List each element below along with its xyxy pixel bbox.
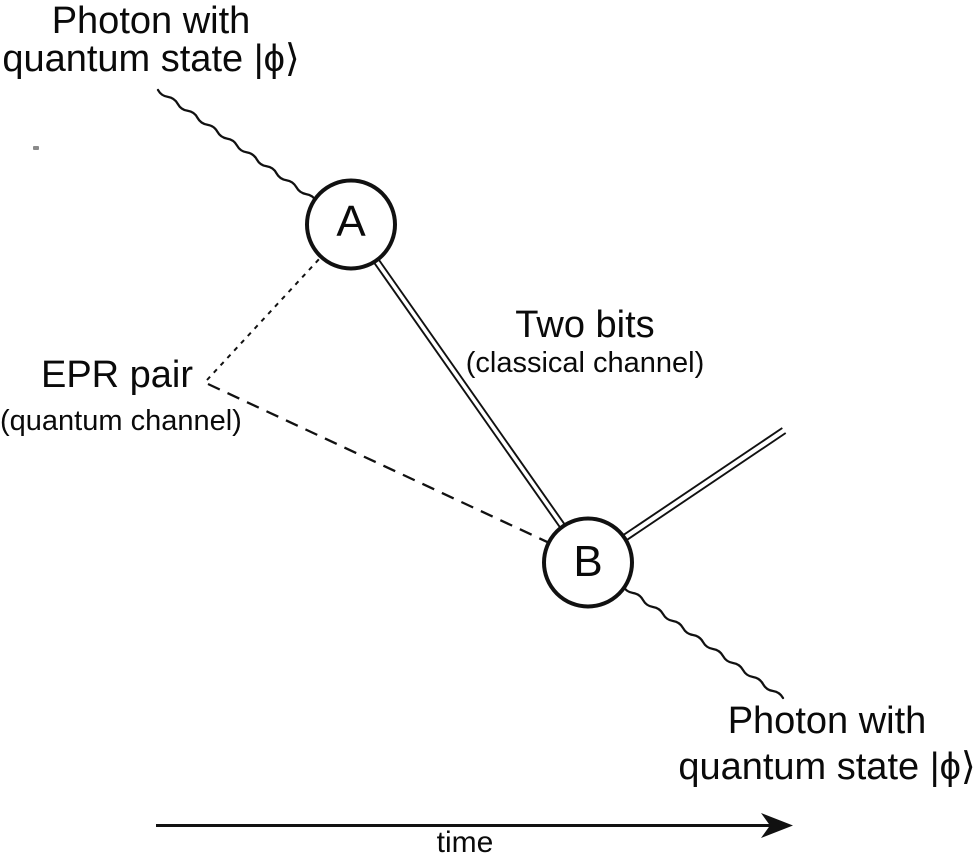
time-axis-label: time	[436, 826, 494, 859]
arrowhead-icon	[761, 813, 793, 838]
time-arrow	[156, 813, 793, 838]
photon-wavy-line-bottom	[621, 584, 785, 700]
epr-dotted-line-to-A	[206, 242, 335, 381]
photon-bottom-label: Photon with quantum state |ϕ⟩	[657, 698, 980, 790]
photon-bottom-label-line1: Photon with	[727, 700, 927, 742]
photon-top-label: Photon with quantum state |ϕ⟩	[0, 2, 302, 78]
stray-dot	[33, 146, 39, 150]
classical-channel-line-A-B	[348, 222, 592, 565]
node-B-circle	[542, 516, 634, 609]
photon-bottom-label-line2: quantum state |ϕ⟩	[678, 746, 976, 788]
epr-pair-title: EPR pair	[40, 354, 194, 396]
photon-top-label-line2: quantum state |ϕ⟩	[2, 38, 300, 80]
epr-pair-subtitle: (quantum channel)	[0, 405, 242, 437]
epr-dashed-line-to-B	[207, 382, 559, 549]
photon-top-label-line1: Photon with	[51, 0, 251, 42]
two-bits-title: Two bits	[515, 304, 655, 346]
two-bits-subtitle: (classical channel)	[465, 347, 705, 379]
node-A-label: A	[336, 197, 366, 246]
node-B-label: B	[573, 537, 603, 586]
photon-wavy-line-top	[156, 88, 318, 203]
node-A-circle	[305, 178, 397, 271]
